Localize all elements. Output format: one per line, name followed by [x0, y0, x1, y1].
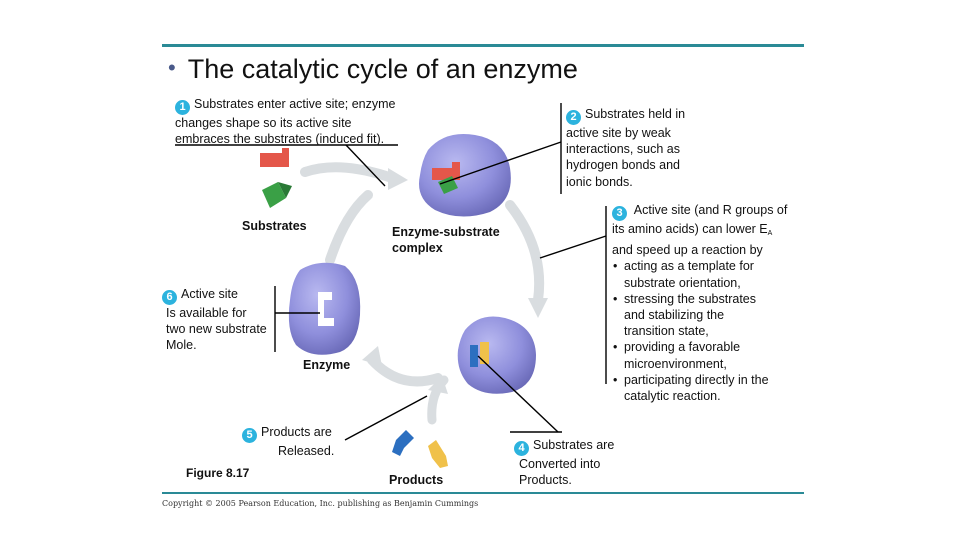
step4-line1: Substrates are — [533, 438, 615, 452]
substrate-green-shape — [262, 182, 292, 208]
step1-badge: 1 — [175, 100, 190, 115]
step1-line2: changes shape so its active site — [175, 116, 352, 130]
step6-text: 6 Active site Is available for two new su… — [162, 286, 267, 354]
figure-label: Figure 8.17 — [186, 466, 250, 480]
label-products: Products — [389, 473, 444, 487]
leader-step4 — [477, 355, 559, 433]
step2-badge: 2 — [566, 110, 581, 125]
slide-title: • The catalytic cycle of an enzyme — [168, 54, 578, 85]
leader-step5 — [344, 395, 428, 441]
step4-text: 4 Substrates are Converted into Products. — [514, 437, 614, 488]
top-rule — [162, 44, 804, 47]
step6-line4: Mole. — [166, 338, 197, 353]
step5-line2: Released. — [278, 444, 335, 458]
step2-line3: interactions, such as — [566, 142, 680, 157]
step3-line1: Active site (and R groups of — [633, 203, 788, 217]
step2-line5: ionic bonds. — [566, 174, 633, 189]
label-substrates: Substrates — [242, 219, 307, 233]
step3-b2-line3: transition state, — [624, 324, 709, 339]
step6-line2: Is available for — [166, 306, 247, 320]
step5-badge: 5 — [242, 428, 257, 443]
bottom-rule — [162, 492, 804, 494]
step2-line2: active site by weak — [566, 126, 671, 140]
substrate-red-shape — [260, 148, 289, 167]
step2-line1: Substrates held in — [585, 107, 686, 121]
step1-text: 1 Substrates enter active site; enzyme ch… — [175, 96, 395, 147]
step3-bullet-4: participating directly in the catalytic r… — [612, 372, 787, 404]
label-complex-line2: complex — [392, 241, 443, 255]
leader-lines — [175, 103, 607, 441]
step3-b2-line2: and stabilizing the — [624, 308, 725, 323]
product-blue-shape — [392, 430, 414, 456]
step4-line3: Products. — [519, 473, 572, 488]
step3-b3-line1: providing a favorable — [624, 340, 741, 355]
step3-b4-line1: participating directly in the — [624, 372, 769, 387]
arrowhead-right — [528, 298, 548, 318]
step1-line3: embraces the substrates (induced fit). — [175, 132, 385, 147]
arrow-left — [325, 190, 373, 265]
label-enzyme: Enzyme — [303, 358, 351, 372]
step3-b4-line2: catalytic reaction. — [624, 389, 721, 404]
step3-b2-line1: stressing the substrates — [624, 291, 757, 306]
step5-line1: Products are — [261, 425, 332, 439]
leader-step3 — [539, 235, 607, 259]
step3-text: 3 Active site (and R groups of its amino… — [612, 202, 787, 404]
step3-badge: 3 — [612, 206, 627, 221]
label-complex: Enzyme-substrate complex — [392, 224, 500, 256]
step3-b1-line1: acting as a template for — [624, 259, 754, 274]
leader-step1 — [345, 144, 386, 187]
label-complex-line1: Enzyme-substrate — [392, 225, 500, 239]
cycle-arrows — [300, 162, 545, 387]
step3-b1-line2: substrate orientation, — [624, 275, 741, 290]
title-text: The catalytic cycle of an enzyme — [187, 54, 578, 84]
step4-line2: Converted into — [519, 457, 601, 471]
step3-line3: and speed up a reaction by — [612, 243, 763, 258]
copyright-text: Copyright © 2005 Pearson Education, Inc.… — [162, 499, 479, 508]
step1-line1: Substrates enter active site; enzyme — [194, 97, 396, 111]
enzyme-product-complex-shape — [457, 316, 536, 394]
enzyme-shape — [288, 262, 361, 355]
arrow-right — [505, 200, 545, 305]
step2-line4: hydrogen bonds and — [566, 158, 680, 173]
product-yellow-shape — [428, 440, 448, 468]
arrowhead-bottom — [362, 346, 382, 366]
leader-step2 — [439, 141, 562, 185]
step3-b3-line2: microenvironment, — [624, 356, 727, 371]
step3-line2-sub: A — [767, 230, 773, 237]
step5-text: 5 Products are Released. — [242, 424, 334, 459]
step3-bullet-2: stressing the substrates and stabilizing … — [612, 291, 787, 340]
title-bullet: • — [168, 55, 176, 80]
arrow-bottom — [367, 355, 443, 387]
step3-line2: its amino acids) can lower E — [612, 222, 768, 236]
step4-badge: 4 — [514, 441, 529, 456]
arrow-top — [300, 162, 397, 183]
step6-line3: two new substrate — [166, 322, 267, 337]
arrow-to-products — [427, 375, 449, 425]
step6-line1: Active site — [181, 287, 238, 301]
step6-badge: 6 — [162, 290, 177, 305]
arrowhead-top — [388, 168, 408, 190]
